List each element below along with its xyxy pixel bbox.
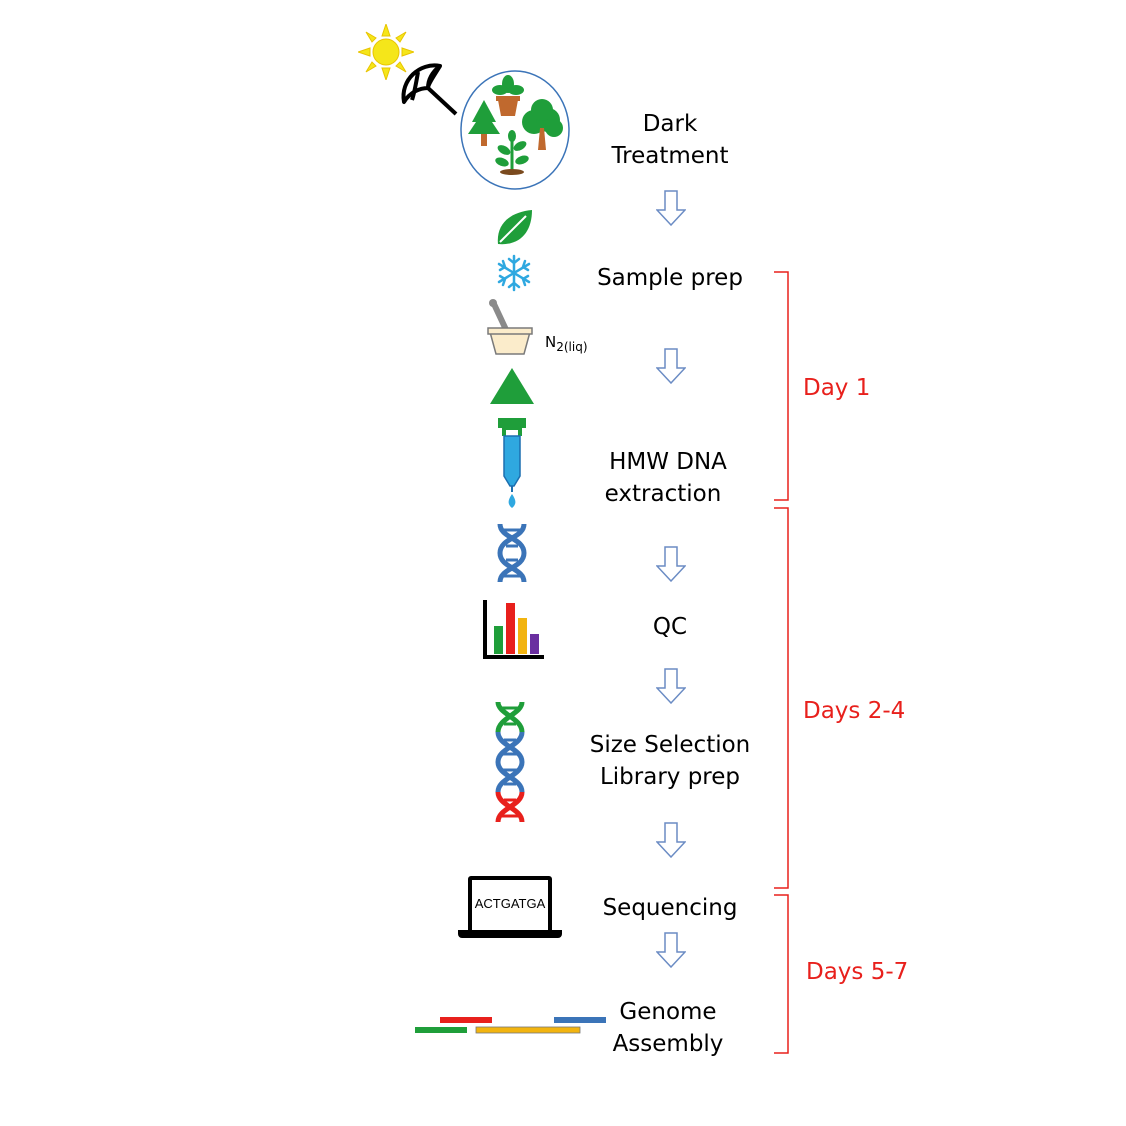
days2-4-label: Days 2-4	[803, 698, 906, 724]
size-selection: Size Selection	[589, 732, 751, 758]
pipette-icon	[498, 418, 526, 508]
down-arrow-5	[656, 822, 686, 858]
colored-dna-icon	[495, 701, 525, 823]
sun-icon	[358, 24, 414, 80]
days2-4-bracket	[774, 507, 789, 889]
hmw-line1: HMW DNA	[609, 449, 727, 475]
step-sample-prep: Sample prep	[597, 265, 743, 291]
assembly-reads-icon	[415, 1017, 606, 1034]
down-arrow-3	[656, 546, 686, 582]
step-sequencing: Sequencing	[602, 895, 738, 921]
mortar-pestle-icon	[487, 299, 533, 355]
genome-line1: Genome	[619, 999, 717, 1025]
library-prep: Library prep	[599, 764, 741, 790]
laptop-screen: ACTGATGA	[468, 876, 552, 934]
days5-7-label: Days 5-7	[806, 959, 909, 985]
laptop-screen-text: ACTGATGA	[474, 896, 546, 911]
day1-label: Day 1	[803, 375, 871, 401]
hmw-line2: extraction	[604, 481, 722, 507]
down-arrow-1	[656, 190, 686, 226]
umbrella-icon	[401, 63, 458, 116]
n2-main: N	[545, 333, 557, 351]
step-qc: QC	[652, 614, 688, 640]
down-arrow-4	[656, 668, 686, 704]
snowflake-icon	[497, 254, 531, 292]
leaf-icon	[497, 210, 532, 245]
plants-circle-icon	[460, 70, 570, 190]
down-arrow-6	[656, 932, 686, 968]
step-size-selection-library-prep: Size Selection Library prep	[580, 729, 760, 793]
laptop-icon: ACTGATGA	[458, 876, 562, 940]
day1-bracket	[774, 271, 789, 501]
genome-line2: Assembly	[612, 1031, 724, 1057]
dark-line2: Treatment	[611, 143, 729, 169]
step-dark-treatment: Dark Treatment	[580, 108, 760, 172]
step-hmw-dna-extraction: HMW DNA extraction	[578, 446, 758, 510]
step-genome-assembly: Genome Assembly	[578, 996, 758, 1060]
liquid-nitrogen-label: N2(liq)	[545, 333, 588, 354]
bar-chart-icon	[483, 600, 544, 659]
days5-7-bracket	[774, 894, 789, 1054]
n2-sub: 2(liq)	[556, 340, 588, 354]
laptop-base	[458, 930, 562, 938]
green-triangle-icon	[490, 368, 534, 404]
dna-icon	[497, 523, 527, 583]
down-arrow-2	[656, 348, 686, 384]
dark-line1: Dark	[642, 111, 698, 137]
